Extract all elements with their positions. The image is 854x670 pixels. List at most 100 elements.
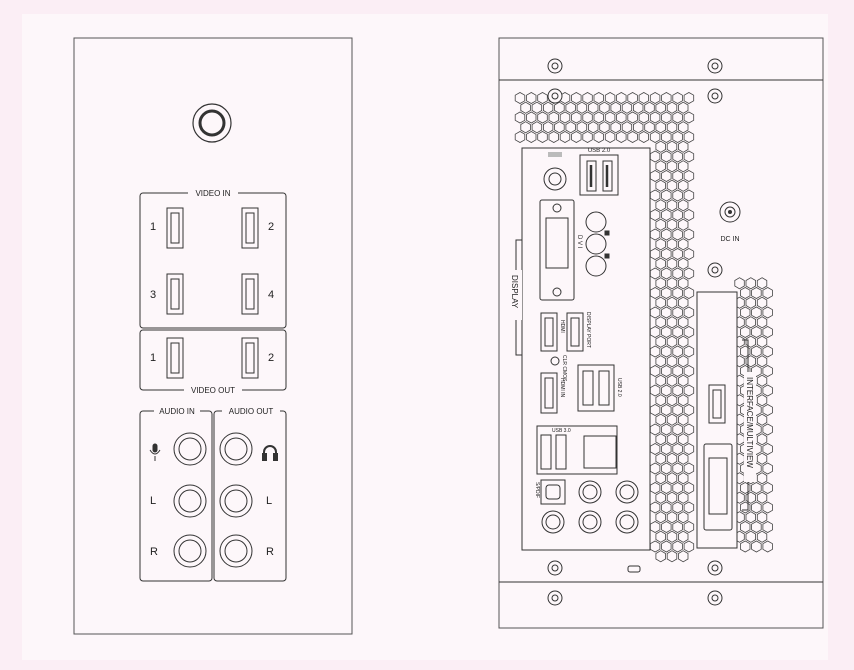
vent-hole — [683, 501, 695, 514]
vent-hole — [666, 218, 678, 231]
vent-hole — [526, 131, 537, 143]
vent-hole — [661, 150, 672, 163]
vent-hole — [588, 121, 599, 134]
vent-hole — [672, 540, 683, 553]
interface-label: INTERFACE/MULTIVIEW — [745, 377, 754, 468]
screw-icon — [547, 590, 563, 606]
vent-hole — [762, 482, 773, 494]
clr-cmos-button[interactable] — [550, 356, 560, 366]
vent-hole — [683, 443, 695, 455]
hdmi-in-port — [540, 372, 558, 414]
vent-hole — [655, 413, 666, 426]
vent-hole — [756, 491, 768, 504]
audio-in-r: R — [150, 546, 158, 558]
vent-hole — [683, 170, 695, 182]
vent-hole — [582, 111, 593, 124]
vent-hole — [672, 521, 683, 533]
vent-hole — [661, 111, 672, 124]
vent-hole — [734, 277, 745, 290]
vent-hole — [678, 472, 689, 485]
vent-hole — [751, 345, 762, 358]
vent-hole — [554, 101, 565, 114]
vent-hole — [745, 316, 756, 329]
vent-hole — [678, 374, 689, 387]
vent-hole — [683, 248, 695, 260]
dvi-label: D V I — [576, 235, 582, 249]
screw-icon — [547, 560, 563, 576]
ps2-port — [543, 152, 567, 191]
vent-hole — [655, 277, 666, 290]
vent-hole — [655, 433, 666, 446]
vent-hole — [599, 121, 610, 134]
vent-hole — [683, 482, 695, 494]
vent-hole — [683, 384, 695, 397]
vent-hole — [666, 101, 678, 114]
vent-hole — [661, 462, 672, 475]
vent-hole — [655, 550, 666, 563]
vent-hole — [678, 101, 689, 114]
vent-hole — [588, 101, 599, 114]
video-out-label: VIDEO OUT — [191, 386, 235, 395]
vent-hole — [672, 131, 683, 143]
vent-hole — [666, 550, 678, 563]
vent-hole — [672, 365, 683, 377]
hdmi-port — [241, 273, 259, 315]
vent-hole — [745, 335, 756, 348]
vent-hole — [756, 335, 768, 348]
vent-hole — [666, 530, 678, 543]
vent-hole — [683, 404, 695, 416]
vent-hole — [661, 306, 672, 319]
usb2-top-port — [579, 154, 619, 196]
usb2-mid-port — [577, 364, 615, 412]
vent-hole — [756, 394, 768, 407]
vent-hole — [666, 491, 678, 504]
vent-hole — [627, 131, 638, 143]
vent-hole — [745, 511, 756, 524]
vent-hole — [751, 287, 762, 299]
vent-hole — [593, 131, 604, 143]
vent-hole — [604, 111, 616, 124]
vent-hole — [627, 92, 638, 104]
vent-hole — [520, 101, 531, 114]
vent-hole — [565, 121, 576, 134]
vent-hole — [548, 111, 559, 124]
power-knob — [192, 103, 232, 143]
vent-hole — [745, 530, 756, 543]
vent-hole — [666, 355, 678, 368]
vent-hole — [678, 238, 689, 251]
vent-hole — [756, 433, 768, 446]
vent-hole — [666, 452, 678, 465]
vent-hole — [745, 277, 756, 290]
vent-hole — [548, 131, 559, 143]
vent-hole — [661, 228, 672, 241]
vent-hole — [666, 316, 678, 329]
vent-hole — [666, 179, 678, 192]
vent-hole — [678, 550, 689, 563]
headphones-icon — [262, 445, 278, 461]
vent-hole — [672, 150, 683, 163]
vent-hole — [683, 189, 695, 202]
vent-hole — [678, 179, 689, 192]
video-out-2: 2 — [268, 352, 274, 364]
vent-hole — [756, 413, 768, 426]
vent-hole — [672, 228, 683, 241]
vent-hole — [666, 277, 678, 290]
vent-hole — [762, 326, 773, 338]
screw-icon — [707, 590, 723, 606]
screw-icon — [707, 262, 723, 278]
vent-hole — [683, 287, 695, 299]
vent-hole — [661, 326, 672, 338]
vent-hole — [672, 170, 683, 182]
audio-jack — [173, 484, 207, 518]
vent-hole — [666, 413, 678, 426]
vent-hole — [678, 355, 689, 368]
vent-hole — [683, 111, 695, 124]
vent-hole — [683, 326, 695, 338]
vent-hole — [655, 257, 666, 270]
vent-hole — [745, 491, 756, 504]
audio-in-l: L — [150, 495, 156, 507]
io-plate — [521, 147, 651, 551]
vent-hole — [762, 521, 773, 533]
hdmi-port — [166, 207, 184, 249]
vent-hole — [661, 365, 672, 377]
